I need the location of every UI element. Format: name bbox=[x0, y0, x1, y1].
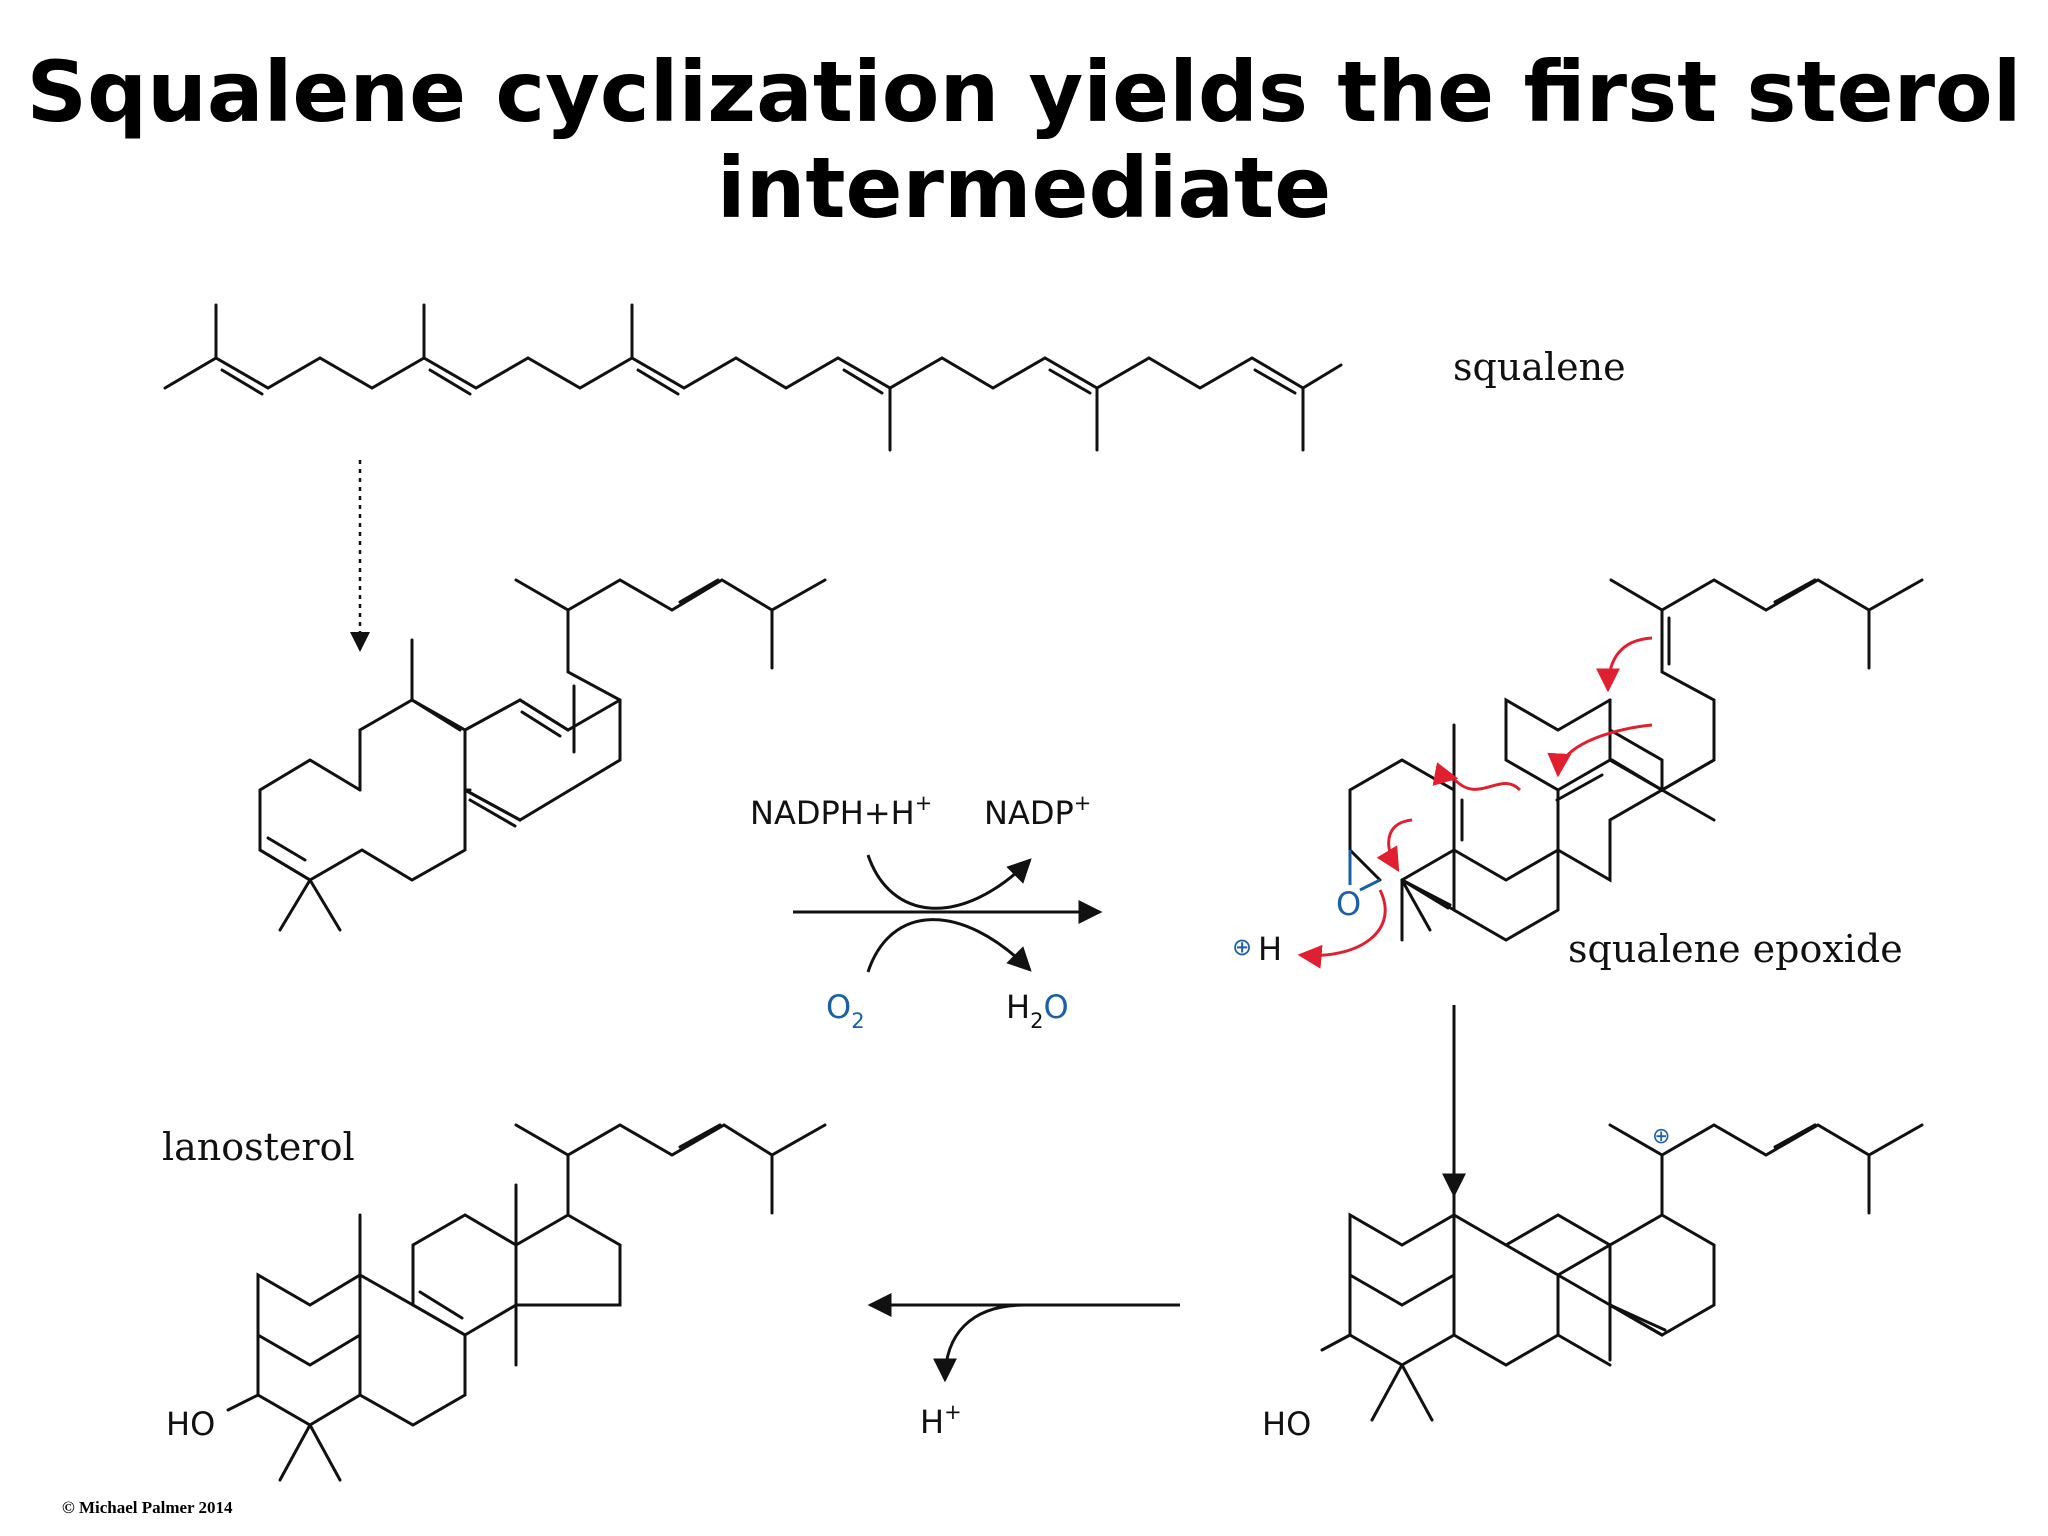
reagent-nadph: NADPH+H+ bbox=[750, 791, 932, 832]
deprotonation-arrow bbox=[867, 1293, 1180, 1383]
electron-push-arrows bbox=[1297, 636, 1653, 969]
label-squalene-epoxide: squalene epoxide bbox=[1568, 927, 1903, 971]
label-lanosterol: lanosterol bbox=[162, 1125, 355, 1169]
reagent-nadp: NADP+ bbox=[984, 791, 1091, 832]
lanosterol-structure bbox=[226, 1123, 827, 1482]
squalene-epoxide-structure bbox=[1348, 578, 1924, 942]
slide-title: Squalene cyclization yields the first st… bbox=[0, 44, 2048, 236]
hydroxyl-lanosterol: HO bbox=[166, 1405, 215, 1443]
squalene-structure bbox=[163, 303, 1343, 452]
proton-h: H bbox=[1258, 930, 1282, 968]
epoxide-oxygen: O bbox=[1336, 885, 1361, 923]
copyright-notice: © Michael Palmer 2014 bbox=[62, 1498, 233, 1517]
title-line-2: intermediate bbox=[716, 139, 1332, 237]
proton-charge: ⊕ bbox=[1232, 933, 1252, 961]
cation-charge: ⊕ bbox=[1652, 1124, 1670, 1149]
reagent-h-plus: H+ bbox=[920, 1400, 962, 1441]
hydroxyl-intermediate: HO bbox=[1262, 1405, 1311, 1443]
label-squalene: squalene bbox=[1453, 345, 1626, 389]
oxidation-arrow bbox=[793, 854, 1103, 973]
reagent-h2o: H2O bbox=[1006, 988, 1069, 1033]
folded-squalene-structure bbox=[258, 578, 827, 932]
reagent-o2: O2 bbox=[826, 988, 865, 1033]
title-line-1: Squalene cyclization yields the first st… bbox=[26, 43, 2022, 141]
protosterol-cation-structure bbox=[1320, 1123, 1924, 1422]
